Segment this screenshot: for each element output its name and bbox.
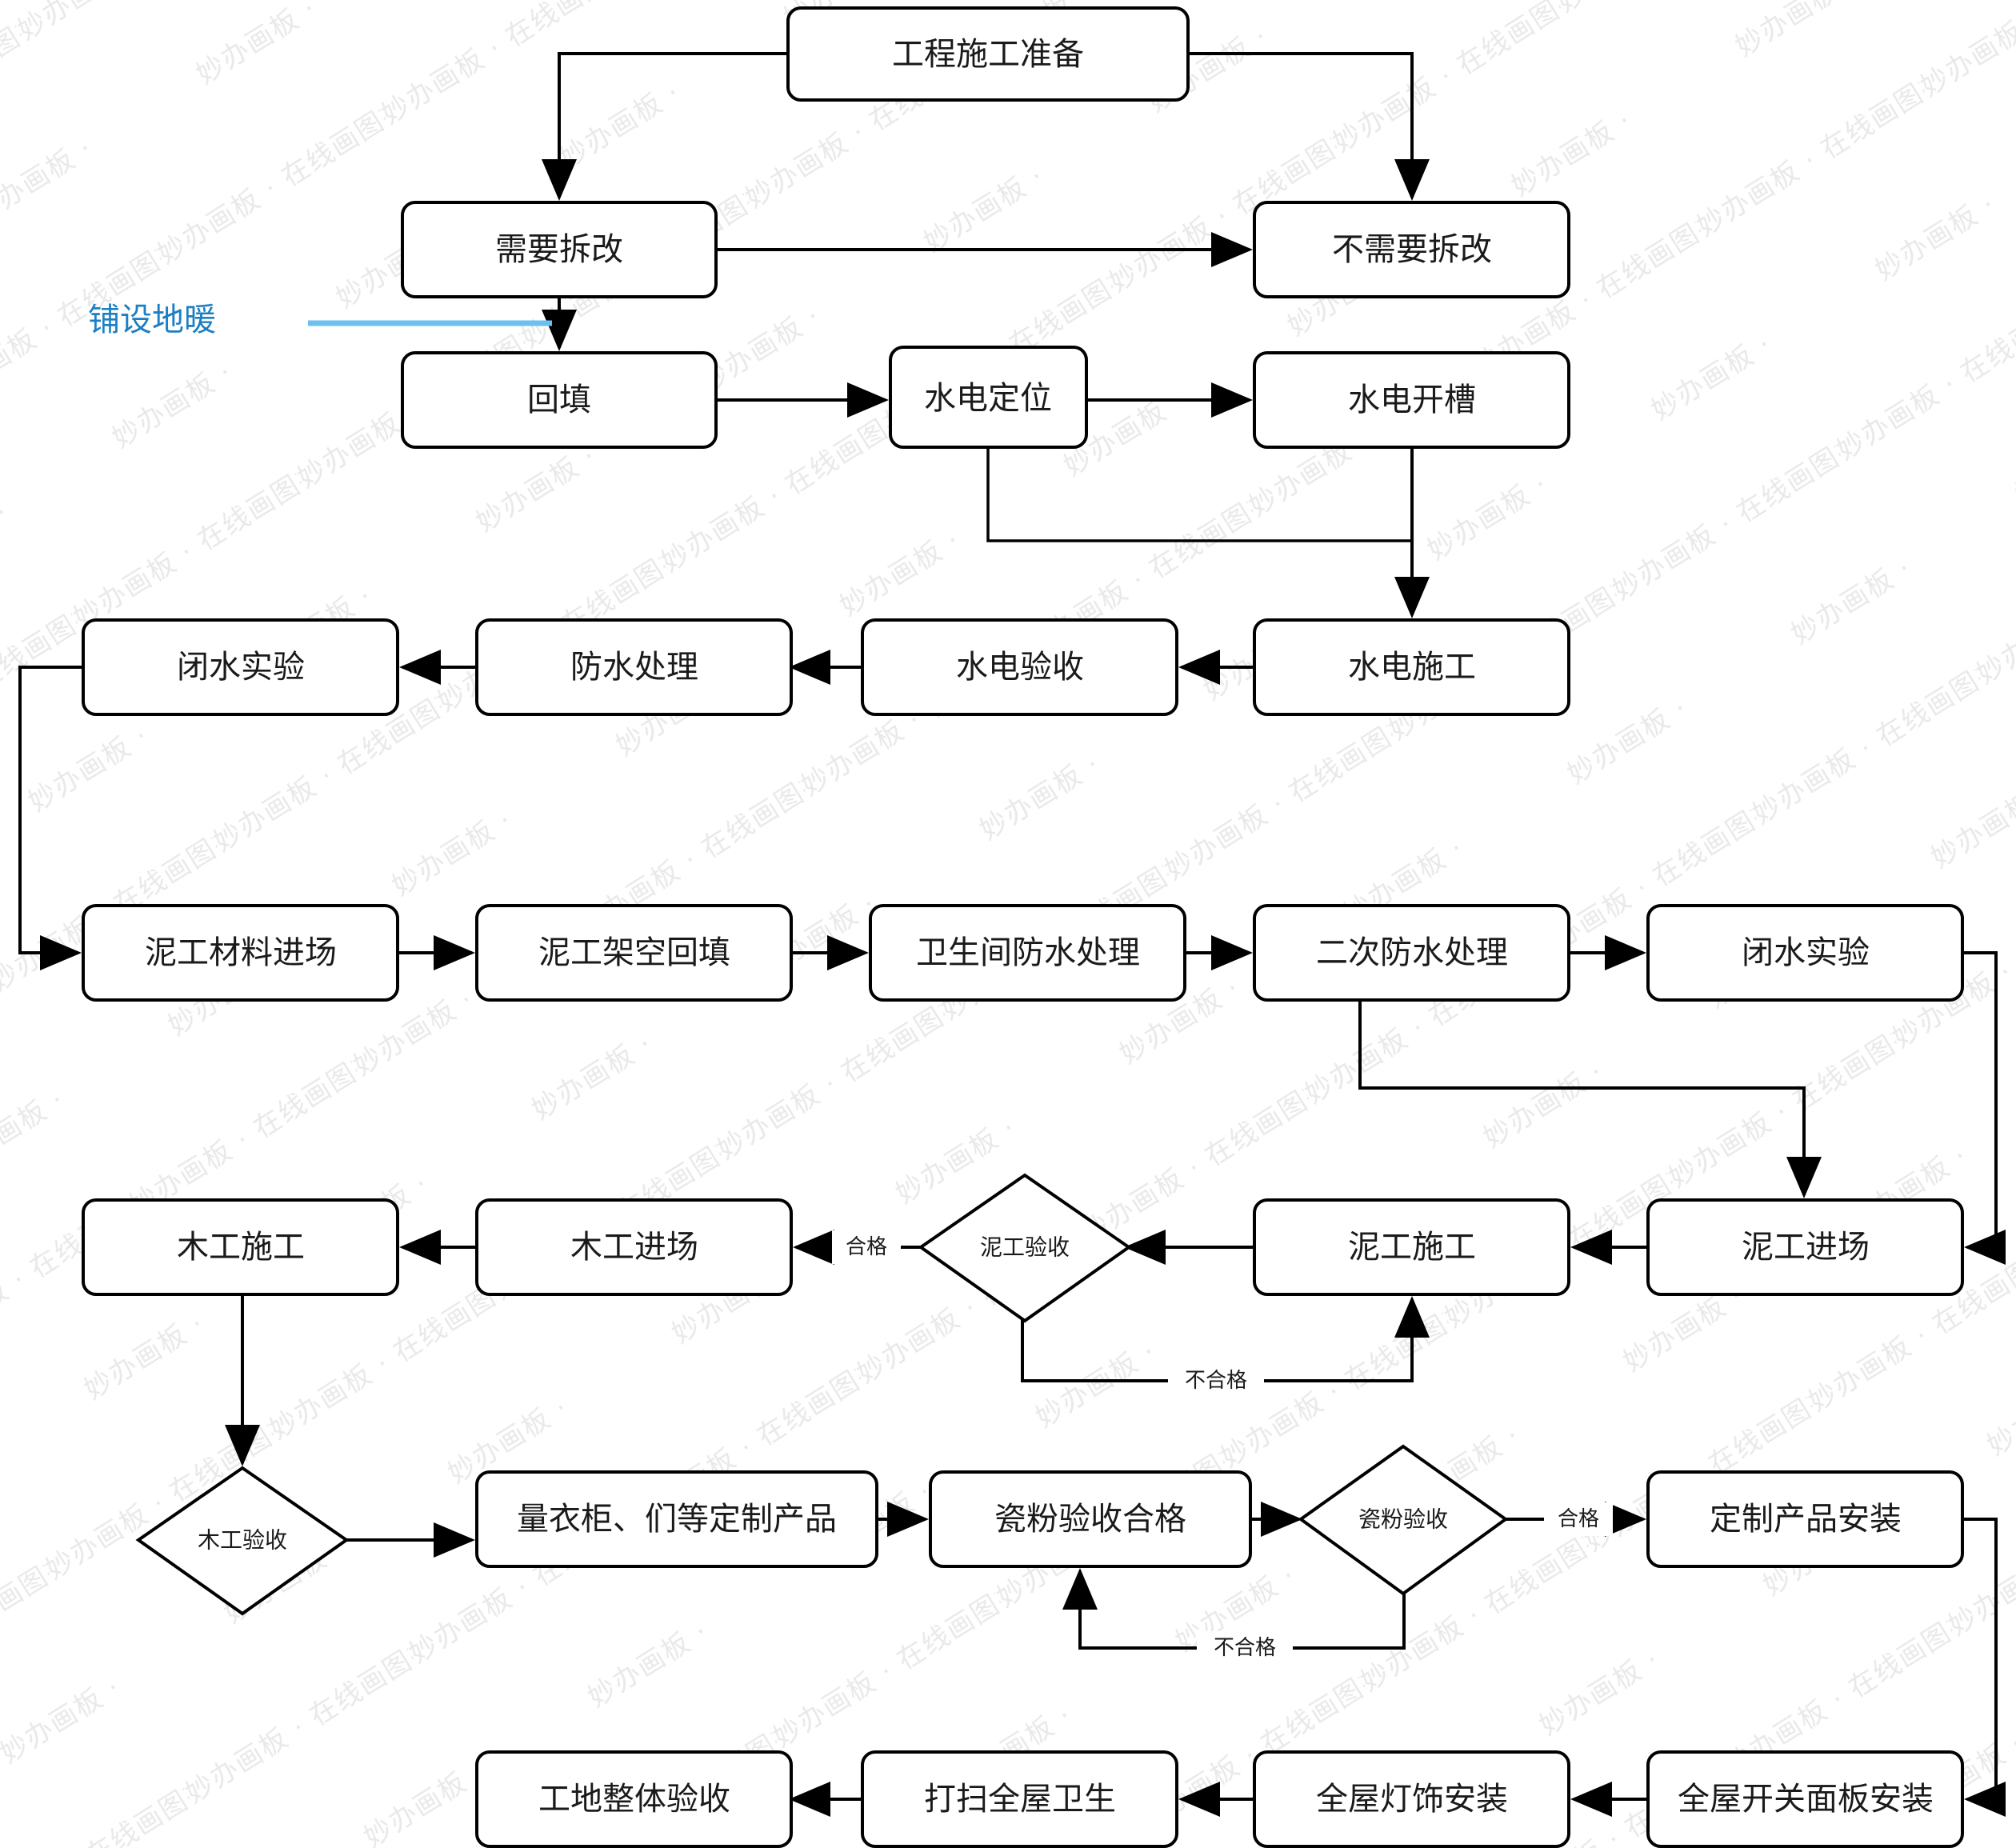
edge-secondwaterproof-to-mudentry: [1358, 1000, 1822, 1198]
edge-label-mudcheck-fail: 不合格: [1185, 1369, 1247, 1393]
node-closed-water-test-1[interactable]: 闭水实验: [82, 618, 399, 716]
edge-prep-to-noneed: [1188, 52, 1430, 201]
node-label-closed-water-test-1: 闭水实验: [177, 649, 305, 686]
node-powder-acceptance[interactable]: 瓷粉验收: [1298, 1444, 1509, 1596]
node-label-mud-construction: 泥工施工: [1348, 1229, 1476, 1266]
node-label-powder-pass: 瓷粉验收合格: [994, 1501, 1186, 1538]
node-label-second-waterproofing: 二次防水处理: [1316, 934, 1508, 971]
node-label-plumbing-groove: 水电开槽: [1348, 382, 1476, 418]
node-label-mud-elevated-backfill: 泥工架空回填: [538, 934, 730, 971]
nodes-group: 工程施工准备 需要拆改 不需要拆改 回填 水电定位 水电开槽: [82, 6, 1964, 1848]
node-label-plumbing-construction: 水电施工: [1348, 649, 1476, 686]
node-waterproofing[interactable]: 防水处理: [475, 618, 793, 716]
node-label-backfill: 回填: [527, 382, 591, 418]
node-prep[interactable]: 工程施工准备: [786, 6, 1190, 102]
node-label-plumbing-acceptance: 水电验收: [956, 649, 1084, 686]
node-final-site-acceptance[interactable]: 工地整体验收: [475, 1750, 793, 1848]
node-mud-worker-entry[interactable]: 泥工进场: [1646, 1198, 1964, 1296]
node-powder-pass[interactable]: 瓷粉验收合格: [929, 1470, 1252, 1568]
node-label-mud-worker-entry: 泥工进场: [1742, 1229, 1870, 1266]
node-label-measure-custom-products: 量衣柜、们等定制产品: [517, 1501, 837, 1538]
edge-closedwater-to-mudmaterial: [18, 666, 83, 970]
node-label-mud-material-entry: 泥工材料进场: [145, 934, 337, 971]
node-plumbing-acceptance[interactable]: 水电验收: [861, 618, 1178, 716]
edge-locate-join: [986, 447, 1412, 542]
node-switch-panel-install[interactable]: 全屋开关面板安装: [1646, 1750, 1964, 1848]
annotation-underfloor-heating: 铺设地暖: [88, 302, 552, 338]
node-custom-product-install[interactable]: 定制产品安装: [1646, 1470, 1964, 1568]
edge-label-powdercheck-fail: 不合格: [1214, 1636, 1276, 1660]
node-plumbing-groove[interactable]: 水电开槽: [1253, 351, 1570, 449]
node-label-bathroom-waterproofing: 卫生间防水处理: [916, 934, 1140, 971]
node-label-custom-product-install: 定制产品安装: [1710, 1501, 1902, 1538]
edge-label-mudcheck-pass: 合格: [846, 1235, 887, 1259]
node-second-waterproofing[interactable]: 二次防水处理: [1253, 904, 1570, 1002]
edge-prep-to-need: [542, 52, 788, 201]
node-label-wood-construction: 木工施工: [177, 1229, 305, 1266]
node-label-switch-panel-install: 全屋开关面板安装: [1678, 1781, 1934, 1818]
node-wood-worker-entry[interactable]: 木工进场: [475, 1198, 793, 1296]
node-lighting-install[interactable]: 全屋灯饰安装: [1253, 1750, 1570, 1848]
node-need-demolition[interactable]: 需要拆改: [401, 201, 718, 298]
node-label-waterproofing: 防水处理: [570, 649, 698, 686]
node-wood-construction[interactable]: 木工施工: [82, 1198, 399, 1296]
node-label-closed-water-test-2: 闭水实验: [1742, 934, 1870, 971]
node-label-final-site-acceptance: 工地整体验收: [538, 1781, 730, 1818]
node-bathroom-waterproofing[interactable]: 卫生间防水处理: [869, 904, 1186, 1002]
node-label-mud-acceptance: 泥工验收: [980, 1234, 1070, 1261]
annotation-label: 铺设地暖: [88, 302, 216, 338]
node-label-whole-house-cleaning: 打扫全屋卫生: [924, 1781, 1116, 1818]
node-mud-elevated-backfill[interactable]: 泥工架空回填: [475, 904, 793, 1002]
edge-closedwater2-to-mudentry: [1962, 951, 2006, 1265]
node-whole-house-cleaning[interactable]: 打扫全屋卫生: [861, 1750, 1178, 1848]
node-wood-acceptance[interactable]: 木工验收: [135, 1466, 350, 1616]
node-label-wood-acceptance: 木工验收: [198, 1527, 287, 1554]
edge-install-to-switchpanel: [1962, 1518, 2006, 1817]
node-plumbing-construction[interactable]: 水电施工: [1253, 618, 1570, 716]
node-mud-acceptance[interactable]: 泥工验收: [918, 1173, 1132, 1323]
node-label-powder-acceptance: 瓷粉验收: [1358, 1506, 1448, 1533]
node-mud-construction[interactable]: 泥工施工: [1253, 1198, 1570, 1296]
node-label-no-demolition: 不需要拆改: [1332, 231, 1492, 268]
node-label-wood-worker-entry: 木工进场: [570, 1229, 698, 1266]
node-measure-custom-products[interactable]: 量衣柜、们等定制产品: [475, 1470, 878, 1568]
node-plumbing-locate[interactable]: 水电定位: [889, 346, 1088, 449]
node-no-demolition[interactable]: 不需要拆改: [1253, 201, 1570, 298]
node-backfill[interactable]: 回填: [401, 351, 718, 449]
node-label-lighting-install: 全屋灯饰安装: [1316, 1781, 1508, 1818]
edge-label-powdercheck-pass: 合格: [1558, 1507, 1599, 1531]
node-label-prep: 工程施工准备: [892, 36, 1084, 73]
node-label-need-demolition: 需要拆改: [495, 231, 623, 268]
node-closed-water-test-2[interactable]: 闭水实验: [1646, 904, 1964, 1002]
node-label-plumbing-locate: 水电定位: [924, 380, 1052, 417]
node-mud-material-entry[interactable]: 泥工材料进场: [82, 904, 399, 1002]
